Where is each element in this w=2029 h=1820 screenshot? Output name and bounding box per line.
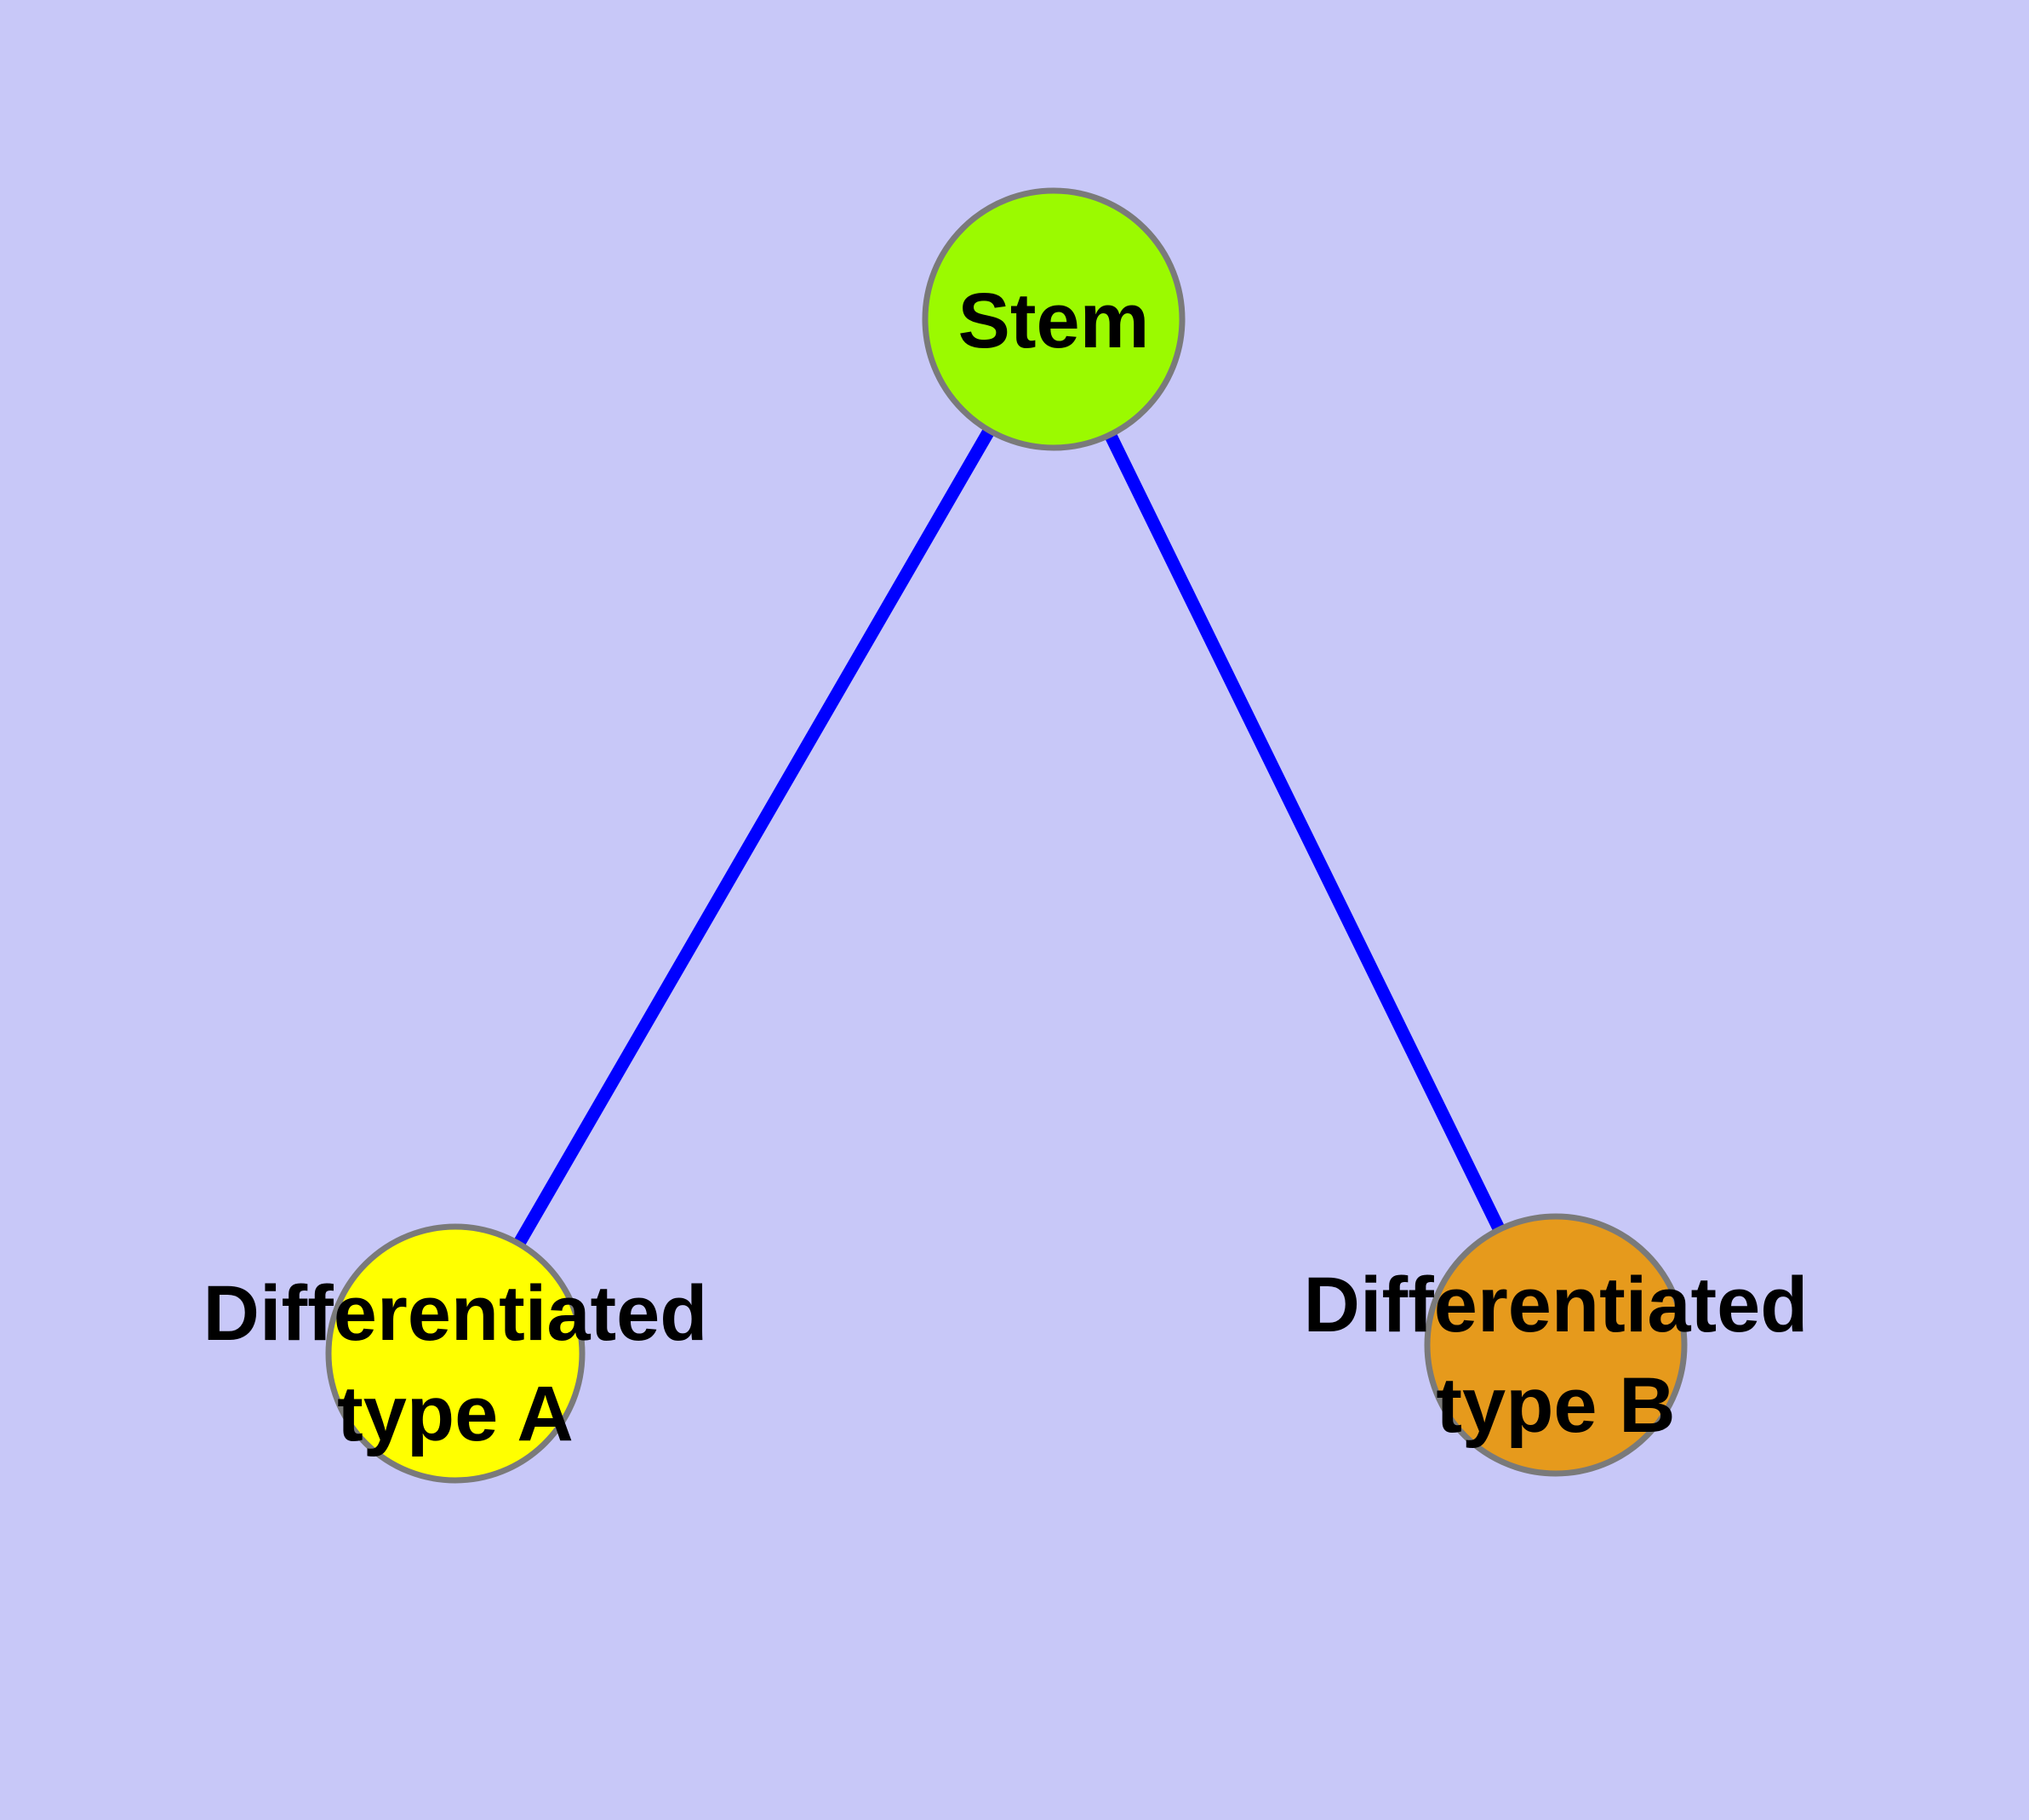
- node-circle-differentiated-type-a: [325, 1223, 586, 1484]
- node-stem: Stem: [922, 187, 1186, 451]
- node-label-differentiated-type-b-line1: Differentiated: [1304, 1262, 1809, 1348]
- edge-stem-to-differentiated-type-a: [449, 316, 1060, 1357]
- node-circle-differentiated-type-b: [1424, 1213, 1688, 1477]
- node-label-differentiated-type-a-line1: Differentiated: [203, 1270, 708, 1357]
- node-differentiated-type-b: Differentiated type B: [1304, 1213, 1809, 1477]
- node-label-stem-line1: Stem: [958, 278, 1150, 364]
- node-label-differentiated-type-a-line2: type A: [337, 1371, 574, 1457]
- node-differentiated-type-a: Differentiated type A: [203, 1223, 708, 1484]
- edge-stem-to-differentiated-type-b: [1048, 316, 1562, 1348]
- node-circle-stem: [922, 187, 1186, 451]
- node-label-differentiated-type-b-line2: type B: [1436, 1362, 1675, 1449]
